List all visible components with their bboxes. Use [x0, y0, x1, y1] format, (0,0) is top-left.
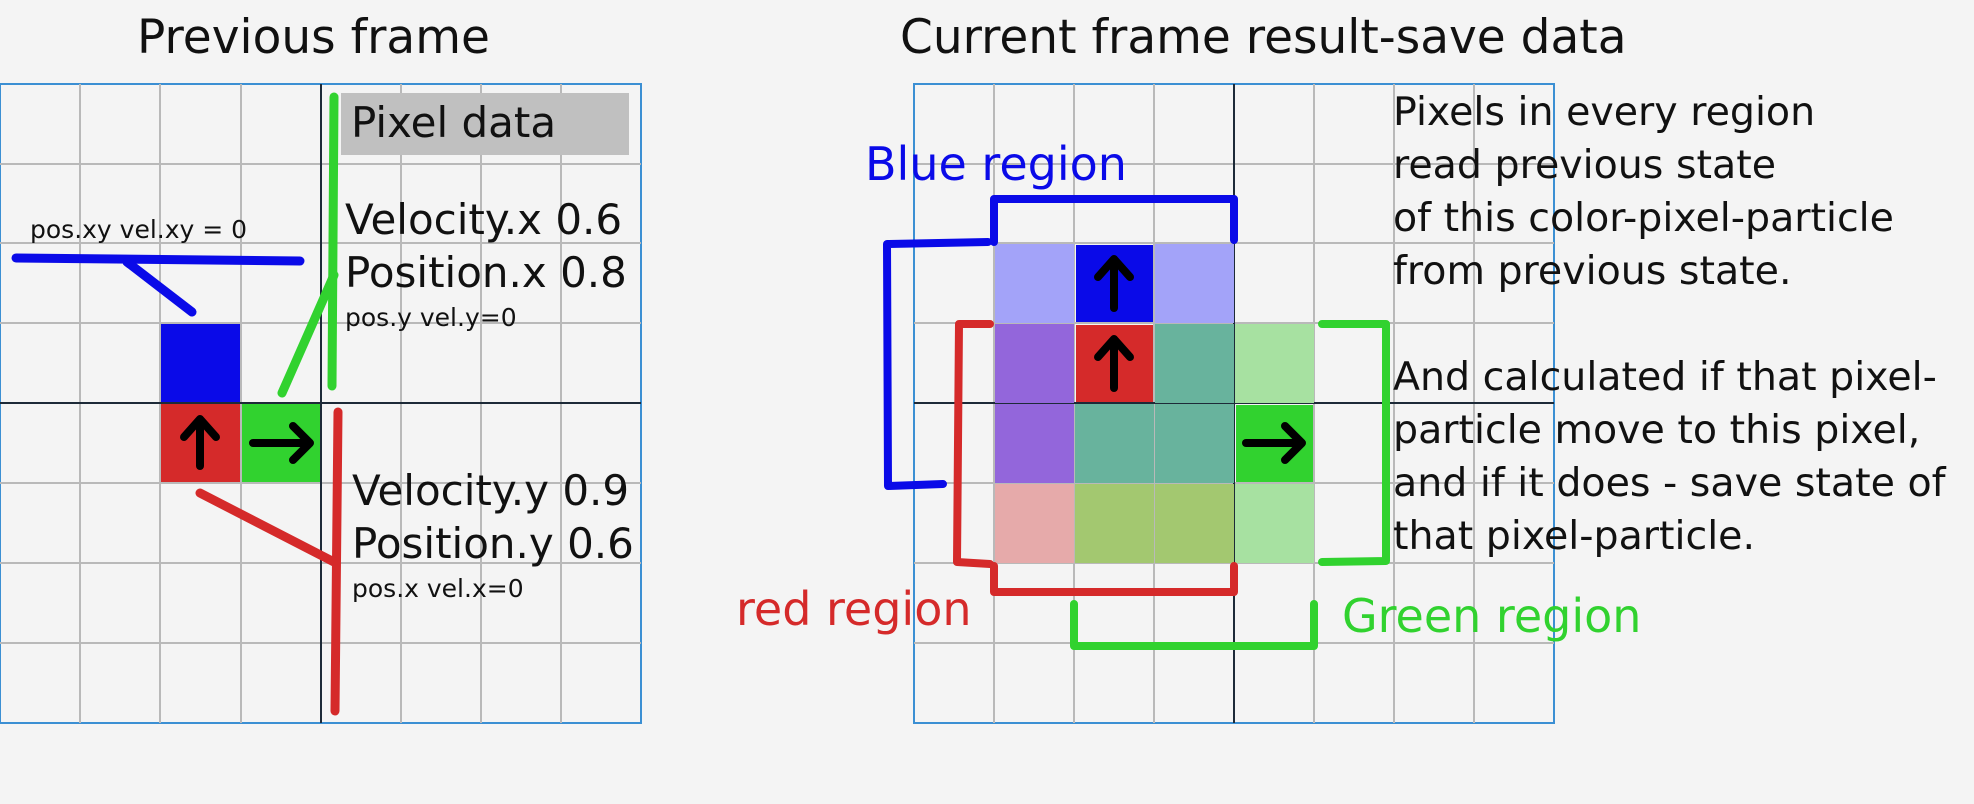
explanation-line: particle move to this pixel, — [1393, 407, 1920, 453]
red-position-label: Position.y 0.6 — [352, 519, 634, 568]
green-region-label: Green region — [1342, 589, 1641, 643]
red-green-overlap-cell — [1155, 484, 1234, 563]
green-region-bracket — [1070, 320, 1390, 650]
green-region-cell — [1235, 484, 1314, 563]
right-panel-title: Current frame result-save data — [900, 10, 1627, 65]
red-velocity-label: Velocity.y 0.9 — [352, 466, 629, 515]
green-region-cell — [1235, 324, 1314, 403]
up-arrow-icon — [1094, 335, 1134, 392]
explanation-text: Pixels in every region read previous sta… — [1393, 89, 1947, 559]
green-position-label: Position.x 0.8 — [345, 248, 627, 297]
blue-region-label: Blue region — [865, 137, 1127, 191]
red-region-label: red region — [736, 582, 972, 636]
blue-pixel-label: pos.xy vel.xy = 0 — [30, 215, 247, 244]
up-arrow-icon — [1094, 255, 1134, 312]
region-overlays — [995, 244, 1314, 563]
red-other-label: pos.x vel.x=0 — [352, 574, 524, 603]
right-grid — [913, 83, 1555, 724]
blue-pixel-pointer — [11, 253, 305, 317]
red-region-bracket — [953, 320, 1238, 596]
explanation-line: of this color-pixel-particle — [1393, 195, 1894, 241]
pixel-data-box — [341, 93, 629, 155]
triple-overlap-cell — [1075, 404, 1154, 483]
explanation-line: And calculated if that pixel- — [1393, 354, 1937, 400]
up-arrow-icon — [180, 415, 220, 470]
right-arrow-icon — [249, 422, 314, 464]
blue-pixel — [161, 324, 240, 402]
green-other-label: pos.y vel.y=0 — [345, 303, 517, 332]
triple-overlap-cell — [1155, 404, 1234, 483]
explanation-line: and if it does - save state of — [1393, 460, 1947, 506]
green-pixel-pointer — [277, 92, 339, 398]
blue-region-bracket — [883, 195, 1238, 490]
right-arrow-icon — [1242, 422, 1306, 464]
red-region-cell — [995, 484, 1074, 563]
blue-region-cell — [995, 244, 1074, 323]
left-panel-title: Previous frame — [137, 10, 490, 65]
left-grid — [0, 83, 642, 724]
explanation-line: read previous state — [1393, 142, 1776, 188]
green-velocity-label: Velocity.x 0.6 — [345, 195, 622, 244]
triple-overlap-cell — [1155, 324, 1234, 403]
red-green-overlap-cell — [1075, 484, 1154, 563]
explanation-line: Pixels in every region — [1393, 89, 1815, 135]
blue-red-overlap-cell — [995, 404, 1074, 483]
blue-region-cell — [1155, 244, 1234, 323]
blue-red-overlap-cell — [995, 324, 1074, 403]
pixel-data-label: Pixel data — [351, 98, 556, 147]
explanation-line: from previous state. — [1393, 248, 1792, 294]
explanation-line: that pixel-particle. — [1393, 513, 1755, 559]
red-pixel-pointer — [195, 407, 343, 716]
